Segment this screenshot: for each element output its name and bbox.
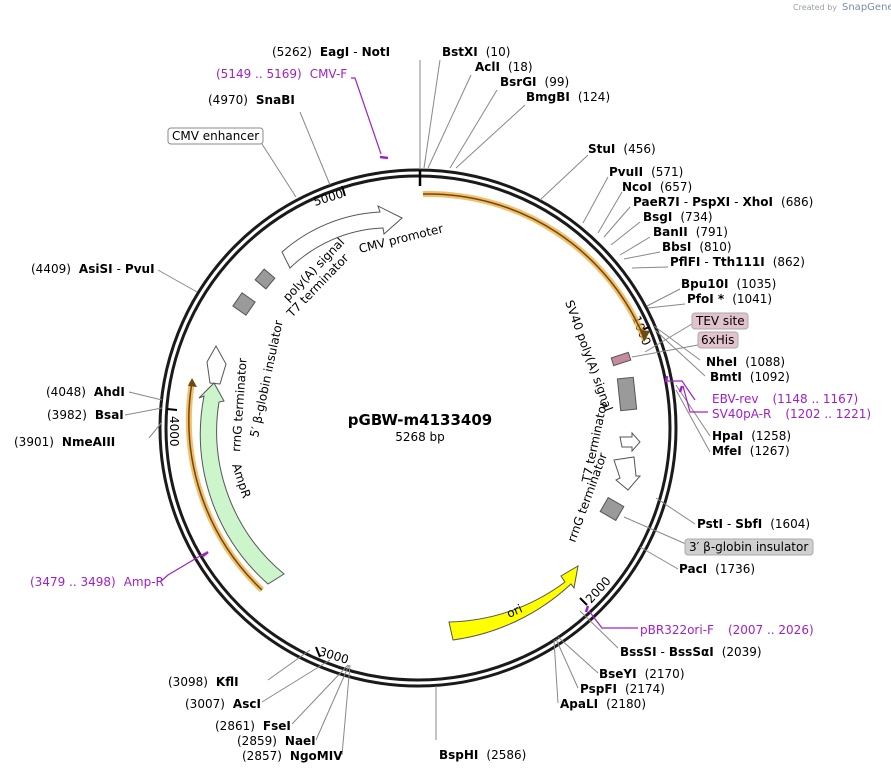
primer-markers — [159, 77, 708, 629]
site-apali: ApaLI(2180) — [560, 697, 646, 711]
beta-globin-5-box — [232, 292, 256, 316]
site-bmti: BmtI(1092) — [710, 370, 790, 384]
boxed-labels: CMV enhancer TEV site 6xHis 3′ β-globin … — [167, 127, 814, 556]
backbone-outer-ring — [158, 168, 678, 688]
primer-ebv-rev: EBV-rev(1148 .. 1167) — [712, 392, 858, 406]
site-psti: PstI-SbfI(1604) — [697, 517, 810, 531]
site-leader-lines — [124, 59, 711, 756]
site-stui: StuI(456) — [588, 142, 656, 156]
primer-labels: (5149 .. 5169)CMV-F EBV-rev(1148 .. 1167… — [30, 67, 871, 637]
primer-pbr322ori-f: pBR322ori-F(2007 .. 2026) — [640, 623, 814, 637]
site-ncoi: NcoI(657) — [622, 180, 692, 194]
site-pspfi: PspFI(2174) — [580, 682, 665, 696]
beta-globin-3-label: 3′ β-globin insulator — [689, 540, 808, 554]
site-snabi: (4970)SnaBI — [208, 93, 295, 107]
site-kfli: (3098)KflI — [168, 675, 239, 689]
site-pflfi: PflFI-Tth111I(862) — [670, 255, 805, 269]
map-center: pGBW-m4133409 5268 bp — [348, 411, 492, 444]
cmv-enhancer-label: CMV enhancer — [172, 129, 259, 143]
t7-terminator-left-box — [254, 268, 276, 290]
beta-globin-3-label-box — [684, 538, 814, 556]
site-bsgi: BsgI(734) — [643, 210, 713, 224]
6xhis-box — [610, 351, 632, 367]
rrng-terminator-right-arrow — [613, 456, 642, 491]
orf-arc-left-core — [188, 381, 263, 591]
primer-sv40pa-r: SV40pA-R(1202 .. 1221) — [712, 407, 871, 421]
site-bsssi: BssSI-BssSαI(2039) — [620, 645, 762, 659]
plasmid-backbone — [158, 168, 678, 688]
primer-cmv-f: (5149 .. 5169)CMV-F — [216, 67, 347, 81]
snapgene-credit: Created by SnapGene — [793, 2, 891, 13]
site-hpai: HpaI(1258) — [712, 429, 791, 443]
left-features — [198, 205, 403, 585]
orf-left-arrowhead — [188, 378, 197, 387]
t7-terminator-right-arrow — [619, 431, 641, 453]
site-bmgbi: BmgBI(124) — [526, 90, 610, 104]
site-paer7i: PaeR7I-PspXI-XhoI(686) — [633, 195, 813, 209]
site-pvuii: PvuII(571) — [609, 165, 683, 179]
orf-arcs — [185, 190, 650, 593]
site-bsai: (3982)BsaI — [47, 408, 124, 422]
tick-3000: 3000 — [317, 644, 350, 666]
site-bseyi: BseYI(2170) — [599, 667, 685, 681]
site-bsphi: BspHI(2586) — [439, 748, 526, 762]
site-asisi: (4409)AsiSI-PvuI — [31, 262, 155, 276]
label-beta-globin-5: 5′ β-globin insulator — [247, 319, 286, 439]
tick-2000-mark — [579, 597, 588, 606]
ori-arrow — [448, 565, 579, 641]
beta-globin-3-box — [599, 496, 625, 522]
label-sv40: SV40 poly(A) signal — [562, 298, 615, 413]
restriction-sites: (5262)EagI-NotI BstXI(10) AclI(18) BsrGI… — [14, 45, 813, 763]
site-banii: BanII(791) — [653, 225, 728, 239]
label-rrng-terminator-left: rrnG terminator — [229, 357, 250, 452]
6xhis-label: 6xHis — [701, 333, 734, 347]
site-nmeaiii: (3901)NmeAIII — [14, 435, 115, 449]
site-paci: PacI(1736) — [679, 562, 755, 576]
tick-3000-mark — [315, 646, 321, 658]
rrng-terminator-left-arrow — [206, 344, 227, 385]
site-fsei: (2861)FseI — [215, 719, 291, 733]
site-acli: AclI(18) — [475, 60, 533, 74]
backbone-inner-ring — [164, 174, 672, 682]
plasmid-name: pGBW-m4133409 — [348, 411, 492, 429]
credit-brand: SnapGene — [842, 2, 891, 13]
site-naei: (2859)NaeI — [237, 734, 316, 748]
site-pfoi: PfoI *(1041) — [687, 292, 772, 306]
site-bpu10i: Bpu10I(1035) — [681, 277, 776, 291]
cmv-enhancer-box — [167, 127, 264, 145]
tick-5000-mark — [341, 185, 346, 197]
site-ngomiv: (2857)NgoMIV — [242, 749, 343, 763]
plasmid-size: 5268 bp — [395, 430, 445, 444]
right-features — [448, 351, 642, 641]
ampr-arrow — [198, 382, 285, 585]
primer-amp-r: (3479 .. 3498)Amp-R — [30, 575, 164, 589]
site-eagi-notI: (5262)EagI-NotI — [272, 45, 390, 59]
site-ahdi: (4048)AhdI — [46, 385, 125, 399]
site-bbsi: BbsI(810) — [662, 240, 732, 254]
cmv-promoter-arrow — [281, 205, 403, 269]
label-ori: ori — [505, 602, 525, 621]
label-ampr: AmpR — [229, 462, 253, 500]
site-bsrgi: BsrGI(99) — [500, 75, 569, 89]
6xhis-label-box — [697, 331, 739, 349]
site-nhei: NheI(1088) — [706, 355, 785, 369]
orf-arc-right-core — [422, 193, 646, 341]
credit-prefix: Created by — [793, 3, 837, 12]
tick-4000: 4000 — [167, 416, 181, 447]
tick-4000-mark — [166, 408, 178, 411]
sv40-signal-box — [616, 376, 638, 412]
tev-site-label: TEV site — [695, 314, 745, 328]
tev-site-box — [691, 312, 749, 330]
site-bstxi: BstXI(10) — [442, 45, 510, 59]
site-asci: (3007)AscI — [185, 697, 261, 711]
site-mfei: MfeI(1267) — [712, 444, 790, 458]
orf-right-arrowhead — [640, 330, 650, 342]
